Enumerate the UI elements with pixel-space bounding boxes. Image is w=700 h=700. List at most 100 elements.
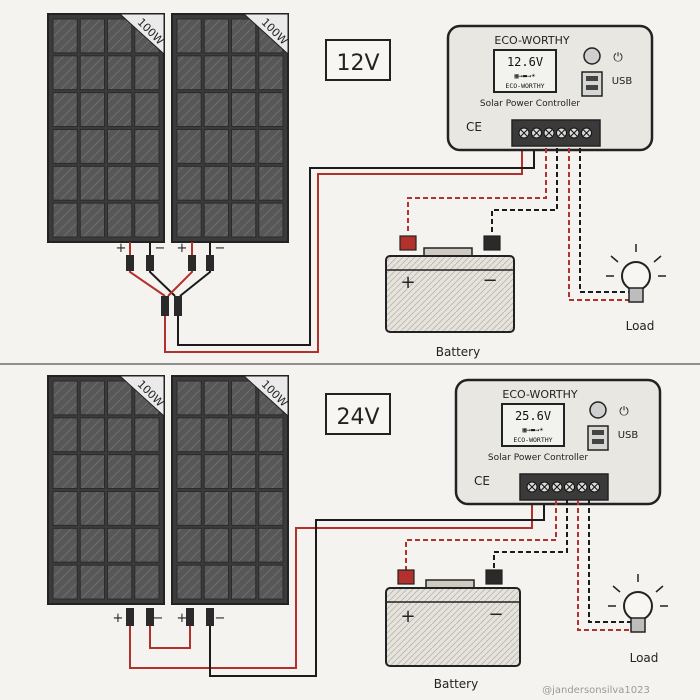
solar-cell bbox=[107, 417, 133, 453]
solar-cell bbox=[231, 129, 257, 164]
battery-plus-icon: + bbox=[400, 606, 415, 627]
solar-panel-2: 100W bbox=[171, 375, 290, 605]
charge-controller: ECO-WORTHY 25.6V ▦→▬→☀ ECO-WORTHY ⏻ USB … bbox=[454, 378, 662, 506]
solar-cell bbox=[176, 18, 202, 54]
svg-text:−: − bbox=[215, 241, 226, 256]
solar-cell bbox=[203, 202, 229, 238]
solar-cell bbox=[176, 527, 202, 563]
solar-cell bbox=[258, 92, 284, 127]
solar-cell bbox=[231, 491, 257, 526]
load-bulb: Load bbox=[606, 244, 666, 333]
solar-cell bbox=[107, 454, 133, 489]
solar-cell bbox=[134, 527, 160, 563]
solar-cell bbox=[231, 202, 257, 238]
controller-title: Solar Power Controller bbox=[480, 99, 580, 109]
solar-cell bbox=[134, 92, 160, 127]
solar-cell bbox=[107, 527, 133, 563]
solar-cell bbox=[176, 417, 202, 453]
solar-cell bbox=[79, 454, 105, 489]
solar-cell bbox=[52, 55, 78, 91]
solar-cell bbox=[52, 454, 78, 489]
controller-display bbox=[501, 403, 565, 447]
display-brand: ECO-WORTHY bbox=[513, 436, 552, 444]
controller-brand: ECO-WORTHY bbox=[494, 34, 569, 47]
solar-cell bbox=[203, 491, 229, 526]
solar-cell bbox=[258, 55, 284, 91]
solar-cell bbox=[79, 491, 105, 526]
solar-cell bbox=[176, 454, 202, 489]
solar-cell bbox=[52, 129, 78, 164]
solar-cell bbox=[203, 165, 229, 201]
svg-text:−: − bbox=[155, 241, 166, 256]
light-rays-icon bbox=[608, 574, 668, 607]
display-brand: ECO-WORTHY bbox=[505, 82, 544, 90]
solar-cell bbox=[203, 380, 229, 416]
solar-cell bbox=[134, 491, 160, 526]
solar-cell bbox=[107, 92, 133, 127]
setting-button-icon[interactable] bbox=[583, 47, 601, 65]
solar-cell bbox=[231, 18, 257, 54]
solar-cell bbox=[203, 417, 229, 453]
solar-cell bbox=[231, 55, 257, 91]
load-bulb: Load bbox=[608, 574, 668, 665]
solar-cell bbox=[52, 417, 78, 453]
solar-cell bbox=[79, 55, 105, 91]
solar-cell bbox=[231, 92, 257, 127]
solar-panel-2: 100W bbox=[171, 13, 290, 243]
solar-cell bbox=[258, 454, 284, 489]
watermark: @jandersonsilva1023 bbox=[542, 685, 650, 696]
ce-mark: CE bbox=[474, 474, 490, 488]
solar-cell bbox=[258, 165, 284, 201]
light-rays-icon bbox=[606, 244, 666, 277]
solar-cell bbox=[203, 55, 229, 91]
svg-text:−: − bbox=[153, 611, 164, 626]
solar-cell bbox=[258, 202, 284, 238]
solar-cell bbox=[52, 202, 78, 238]
terminal-screw-slot bbox=[566, 483, 573, 491]
usb-label: USB bbox=[612, 76, 633, 87]
solar-cell bbox=[79, 202, 105, 238]
solar-cell bbox=[79, 18, 105, 54]
solar-cell bbox=[134, 55, 160, 91]
solar-cell bbox=[258, 417, 284, 453]
svg-text:+: + bbox=[116, 241, 127, 256]
solar-cell bbox=[134, 202, 160, 238]
battery-label: Battery bbox=[434, 677, 478, 691]
usb-port-icon bbox=[587, 425, 609, 451]
solar-cell bbox=[176, 491, 202, 526]
solar-cell bbox=[231, 417, 257, 453]
solar-cell bbox=[79, 527, 105, 563]
battery: + − Battery bbox=[385, 569, 521, 691]
solar-cell bbox=[107, 129, 133, 164]
solar-cell bbox=[203, 454, 229, 489]
solar-cell bbox=[231, 454, 257, 489]
controller-display bbox=[493, 49, 557, 93]
battery-plus-icon: + bbox=[400, 272, 415, 293]
solar-cell bbox=[107, 491, 133, 526]
controller-brand: ECO-WORTHY bbox=[502, 388, 577, 401]
solar-cell bbox=[79, 165, 105, 201]
solar-cell bbox=[203, 18, 229, 54]
solar-cell bbox=[52, 527, 78, 563]
config-12v: 100W 100W + − + − bbox=[47, 13, 666, 359]
solar-cell bbox=[52, 18, 78, 54]
svg-text:+: + bbox=[177, 241, 188, 256]
svg-text:+: + bbox=[177, 611, 188, 626]
svg-text:+: + bbox=[113, 611, 124, 626]
solar-panel-1: 100W bbox=[47, 13, 166, 243]
solar-cell bbox=[176, 55, 202, 91]
battery-minus-icon: − bbox=[488, 604, 503, 625]
voltage-tag: 24V bbox=[325, 393, 391, 435]
setting-button-icon[interactable] bbox=[589, 401, 607, 419]
solar-cell bbox=[79, 417, 105, 453]
solar-cell bbox=[107, 18, 133, 54]
solar-cell bbox=[176, 202, 202, 238]
terminal-screw-slot bbox=[520, 129, 528, 137]
config-24v: 100W 100W + − + − 24V ECO- bbox=[47, 375, 668, 691]
solar-cell bbox=[258, 129, 284, 164]
solar-cell bbox=[176, 165, 202, 201]
terminal-screw-slot bbox=[553, 483, 561, 491]
solar-cell bbox=[176, 380, 202, 416]
solar-cell bbox=[107, 564, 133, 600]
